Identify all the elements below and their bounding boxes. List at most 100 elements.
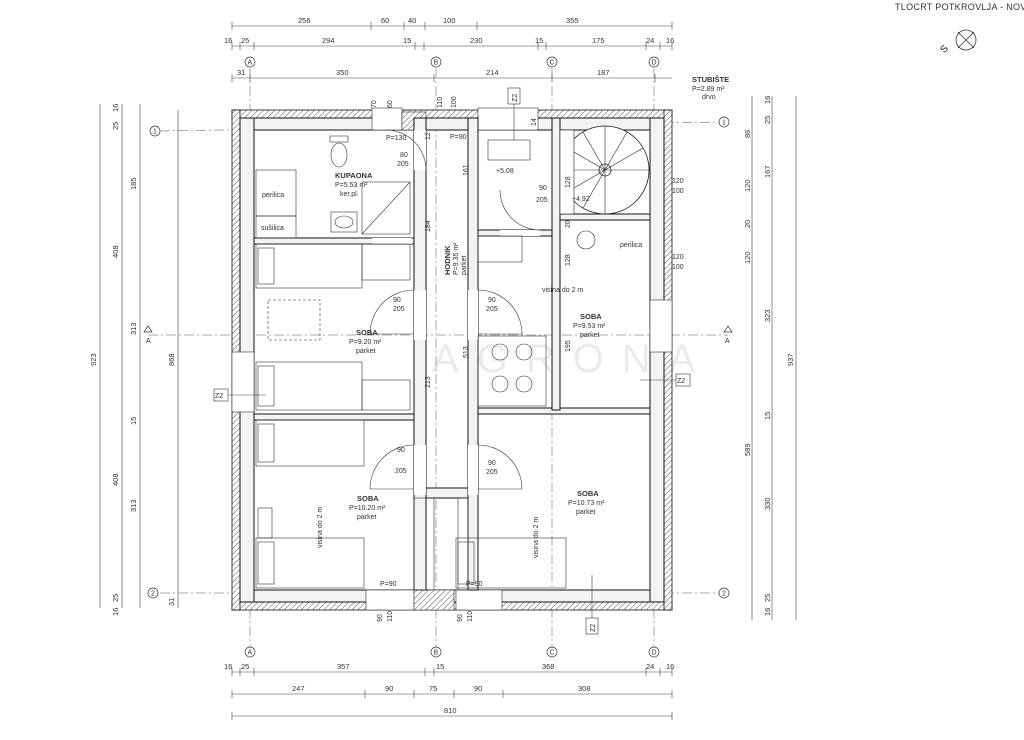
level-mark: +4.92 <box>572 196 590 203</box>
room-name: SOBA <box>577 489 599 498</box>
window-height: 110 <box>387 611 394 622</box>
dim-text: 357 <box>337 662 350 671</box>
axis-label: D <box>652 650 657 657</box>
room-floor: parket <box>576 509 596 516</box>
section-label: A <box>146 338 151 345</box>
door-width: 80 <box>400 152 408 159</box>
window-height: 100 <box>451 96 458 108</box>
dim-text: 195 <box>565 340 572 352</box>
door-height: 205 <box>395 468 407 475</box>
dim-text: 16 <box>111 608 120 616</box>
dim-text: 15 <box>763 412 772 420</box>
window-width: 70 <box>371 100 378 108</box>
dim-text: 161 <box>463 164 470 176</box>
appliance-label: perilica <box>262 192 284 199</box>
door-height: 205 <box>486 306 498 313</box>
dim-text: 128 <box>565 176 572 188</box>
door-height: 205 <box>486 469 498 476</box>
level-mark: +5.08 <box>496 168 514 175</box>
dim-text: 25 <box>241 662 249 671</box>
dim-text: 86 <box>743 130 752 138</box>
dim-text: 16 <box>111 104 120 112</box>
door-width: 90 <box>393 297 401 304</box>
door-width: 90 <box>488 460 496 467</box>
room-floor: ker.pl. <box>340 191 359 198</box>
spiral-stair-icon <box>559 125 650 215</box>
top-dimensions: 256 60 40 100 355 16 25 294 15 230 15 17… <box>224 16 674 82</box>
dim-text: 308 <box>578 684 591 693</box>
dim-text: 16 <box>763 96 772 104</box>
dim-text: 256 <box>298 16 311 25</box>
dim-text: 937 <box>786 353 795 366</box>
dim-text: 175 <box>592 36 605 45</box>
tag-z2: Z2 <box>215 393 223 400</box>
room-floor: parket <box>357 514 377 521</box>
furniture <box>255 135 596 591</box>
height-note: visina do 2 m <box>542 287 583 294</box>
door-width: 90 <box>488 297 496 304</box>
room-area: P=10.20 m² <box>349 505 386 512</box>
dim-text: 15 <box>129 417 138 425</box>
dim-text: 25 <box>763 116 772 124</box>
room-name: SOBA <box>580 312 602 321</box>
dim-text: 185 <box>129 177 138 190</box>
dim-text: 14 <box>531 118 538 126</box>
axis-label: A <box>248 650 253 657</box>
room-area: P=9.35 m² <box>453 242 460 275</box>
window-width: 120 <box>672 178 684 185</box>
right-dimensions: 16 25 86 120 20 120 323 15 330 25 16 167… <box>743 96 797 620</box>
bottom-dimensions: 16 25 357 15 368 24 16 247 90 75 90 308 … <box>224 662 674 720</box>
dim-text: 350 <box>336 68 349 77</box>
dim-text: 355 <box>566 16 579 25</box>
room-area: P=9.53 m² <box>573 323 606 330</box>
compass-letter: S <box>938 43 951 56</box>
dim-text: 40 <box>408 16 416 25</box>
stair-area: P=2.89 m² <box>692 86 725 93</box>
room-floor: parket <box>461 255 468 275</box>
dim-text: 24 <box>646 662 654 671</box>
dim-text: 25 <box>111 594 120 602</box>
dim-text: 230 <box>470 36 483 45</box>
dim-text: 330 <box>763 497 772 510</box>
plan-title: TLOCRT POTKROVLJA - NOVO <box>895 2 1024 12</box>
parapet-label: P=90 <box>450 134 467 141</box>
dim-text: 810 <box>444 706 457 715</box>
dim-text: 214 <box>486 68 499 77</box>
dim-text: 120 <box>743 251 752 264</box>
dim-text: 25 <box>763 594 772 602</box>
window-width: 110 <box>437 97 444 108</box>
room-area: P=9.20 m² <box>349 339 382 346</box>
dim-text: 15 <box>403 36 411 45</box>
room-name: SOBA <box>357 494 379 503</box>
room-name: KUPAONA <box>335 171 373 180</box>
stair-name: STUBIŠTE <box>692 75 729 84</box>
dim-text: 90 <box>474 684 482 693</box>
north-arrow-icon: S <box>938 29 977 56</box>
dim-text: 15 <box>436 662 444 671</box>
dim-text: 24 <box>646 36 654 45</box>
dim-text: 16 <box>224 36 232 45</box>
axis-label: B <box>434 60 439 67</box>
dim-text: 128 <box>565 254 572 266</box>
door-height: 205 <box>536 197 548 204</box>
axis-label: 2 <box>151 591 155 598</box>
axis-label: C <box>550 60 555 67</box>
dim-text: 184 <box>425 220 432 232</box>
window-width: 120 <box>672 254 684 261</box>
misc-labels: perilica sušilica perilica +5.08 +4.92 v… <box>213 87 691 635</box>
room-name: SOBA <box>356 328 378 337</box>
door-width: 90 <box>397 447 405 454</box>
door-height: 205 <box>397 161 409 168</box>
dim-text: 187 <box>597 68 610 77</box>
height-note: visina do 2 m <box>317 507 324 548</box>
door-width: 90 <box>539 185 547 192</box>
dim-text: 167 <box>763 165 772 178</box>
dim-text: 313 <box>129 322 138 335</box>
room-floor: parket <box>580 332 600 339</box>
dim-text: 16 <box>224 662 232 671</box>
tag-z2: Z2 <box>677 378 685 385</box>
exterior-walls <box>231 107 673 611</box>
parapet-label: P=90 <box>380 581 397 588</box>
stair-floor: drvo <box>702 94 716 101</box>
